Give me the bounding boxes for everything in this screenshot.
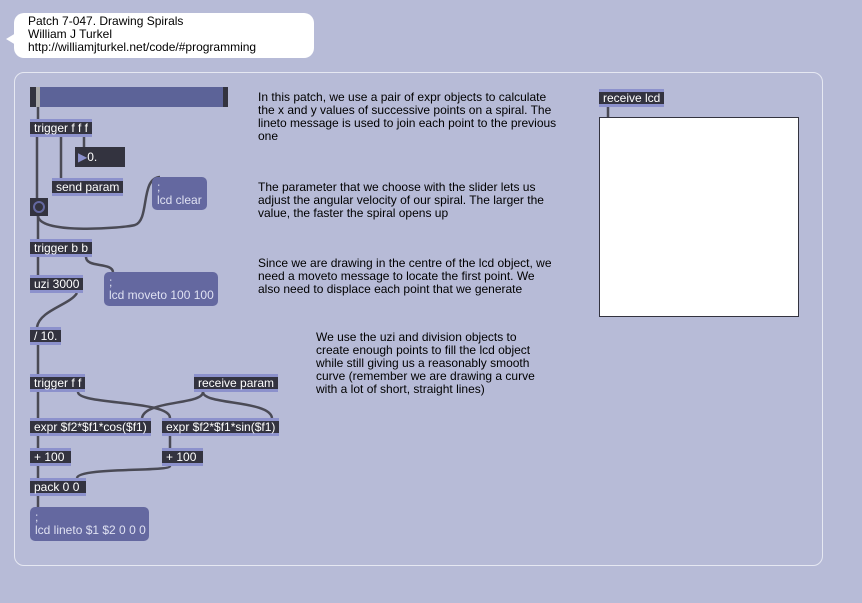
comment-slider: The parameter that we choose with the sl…	[258, 180, 544, 220]
author: William J Turkel	[28, 27, 113, 41]
trigger-bb-object[interactable]: trigger b b	[30, 239, 93, 257]
comment-moveto: Since we are drawing in the centre of th…	[258, 256, 552, 296]
receive-param-object[interactable]: receive param	[194, 374, 279, 392]
patch-title-comment: Patch 7-047. Drawing Spirals William J T…	[6, 13, 314, 58]
expr-cos-object[interactable]: expr $f2*$f1*cos($f1)	[30, 418, 151, 436]
comment-uzi: We use the uzi and division objects to c…	[316, 330, 535, 396]
pack-object[interactable]: pack 0 0	[30, 478, 86, 496]
number-value: 0.	[87, 150, 98, 164]
trigger-fff-object[interactable]: trigger f f f	[30, 119, 93, 137]
bang-circle-icon	[33, 201, 45, 213]
trigger-ff-object[interactable]: trigger f f	[30, 374, 86, 392]
lcd-clear-message[interactable]: ; lcd clear	[152, 177, 207, 210]
slider-knob[interactable]	[36, 87, 40, 107]
parameter-slider[interactable]	[30, 87, 228, 107]
divide-object[interactable]: / 10.	[30, 327, 62, 345]
expr-sin-object[interactable]: expr $f2*$f1*sin($f1)	[162, 418, 280, 436]
title: Patch 7-047. Drawing Spirals	[28, 14, 184, 28]
url: http://williamjturkel.net/code/#programm…	[28, 40, 257, 54]
patcher-panel	[14, 72, 823, 566]
uzi-object[interactable]: uzi 3000	[30, 275, 84, 293]
comment-expr: In this patch, we use a pair of expr obj…	[258, 90, 557, 143]
triangle-icon: ▶	[78, 150, 88, 164]
plus-100-y-object[interactable]: + 100	[162, 448, 203, 466]
lcd-canvas[interactable]	[599, 117, 799, 317]
bang-button[interactable]	[30, 198, 48, 216]
lcd-lineto-message[interactable]: ; lcd lineto $1 $2 0 0 0	[30, 507, 149, 541]
plus-100-x-object[interactable]: + 100	[30, 448, 71, 466]
receive-lcd-object[interactable]: receive lcd	[599, 89, 665, 107]
float-number-box[interactable]: ▶0.	[75, 147, 125, 167]
lcd-moveto-message[interactable]: ; lcd moveto 100 100	[104, 272, 218, 306]
send-param-object[interactable]: send param	[52, 178, 124, 196]
